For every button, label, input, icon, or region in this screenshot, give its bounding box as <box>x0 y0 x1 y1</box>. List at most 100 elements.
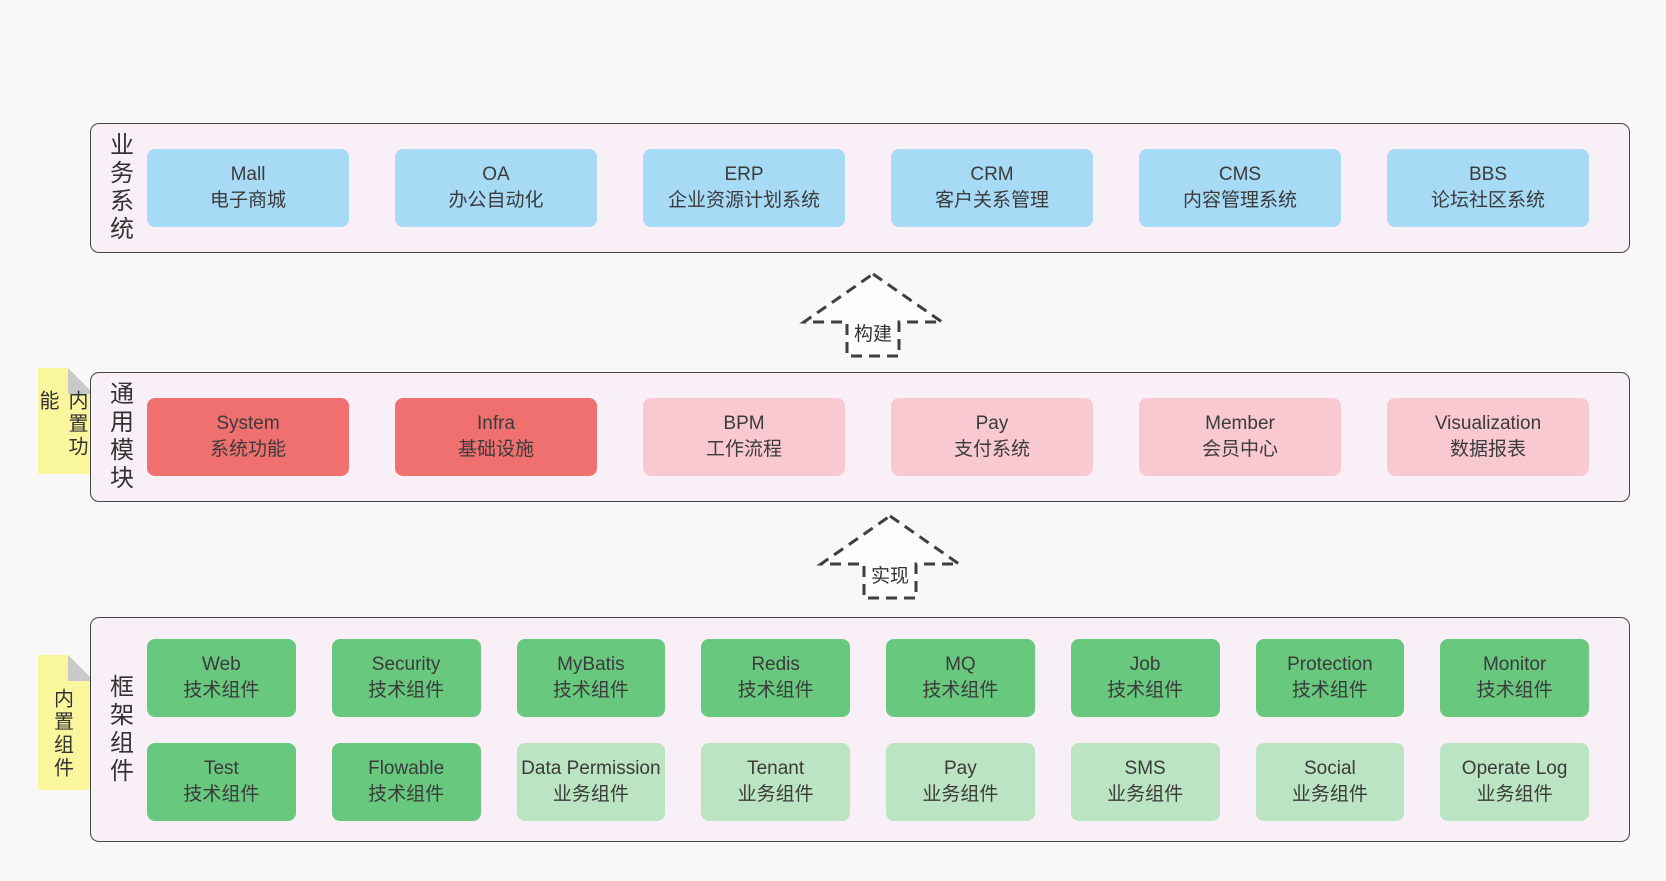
panel-label-business-systems: 业务系统 <box>105 132 133 244</box>
module-name: MyBatis <box>557 653 625 675</box>
module-name: Member <box>1205 413 1275 434</box>
module-subtitle: 数据报表 <box>1449 439 1526 460</box>
module-name: Job <box>1129 653 1161 675</box>
module-box-erp: ERP 企业资源计划系统 <box>643 149 845 227</box>
module-name: Tenant <box>747 757 805 779</box>
module-subtitle: 基础设施 <box>457 439 534 460</box>
module-box-protection: Protection 技术组件 <box>1255 638 1405 717</box>
note-label: 内置组件 <box>50 687 73 780</box>
note-fold-corner <box>68 655 94 681</box>
module-box-mq: MQ 技术组件 <box>886 638 1035 717</box>
module-name: Redis <box>751 653 800 675</box>
module-subtitle: 电子商城 <box>209 190 286 211</box>
module-name: Pay <box>944 757 977 779</box>
module-box-system: System 系统功能 <box>147 398 349 476</box>
module-subtitle: 会员中心 <box>1201 439 1278 460</box>
module-name: Mall <box>230 164 266 185</box>
module-subtitle: 工作流程 <box>705 439 782 460</box>
module-box-bpm: BPM 工作流程 <box>643 398 845 476</box>
panel-label-common-modules: 通用模块 <box>105 381 133 493</box>
module-name: Monitor <box>1482 653 1547 675</box>
module-name: Test <box>203 757 239 779</box>
module-box-social: Social 业务组件 <box>1255 742 1405 821</box>
module-subtitle: 业务组件 <box>1291 783 1368 805</box>
sticky-note-builtin-features: 内置功能 <box>36 368 94 474</box>
module-box-pay: Pay 业务组件 <box>886 742 1035 821</box>
module-subtitle: 技术组件 <box>1476 679 1553 701</box>
module-subtitle: 客户关系管理 <box>934 190 1049 211</box>
note-paper <box>38 368 94 474</box>
sticky-note-builtin-components: 内置组件 <box>38 655 94 790</box>
module-box-job: Job 技术组件 <box>1070 638 1220 717</box>
module-name: BBS <box>1468 164 1508 185</box>
module-subtitle: 技术组件 <box>183 783 260 805</box>
module-subtitle: 业务组件 <box>737 783 814 805</box>
module-subtitle: 业务组件 <box>1107 783 1184 805</box>
module-subtitle: 系统功能 <box>209 439 286 460</box>
module-name: Security <box>371 653 441 675</box>
module-subtitle: 业务组件 <box>552 783 629 805</box>
module-name: MQ <box>945 653 976 675</box>
module-box-security: Security 技术组件 <box>331 638 481 717</box>
module-subtitle: 业务组件 <box>1476 783 1553 805</box>
arrow-up-outline <box>816 514 964 600</box>
module-subtitle: 技术组件 <box>552 679 629 701</box>
module-subtitle: 技术组件 <box>368 679 445 701</box>
module-name: CRM <box>970 164 1014 185</box>
module-name: Data Permission <box>521 757 661 779</box>
module-box-member: Member 会员中心 <box>1139 398 1341 476</box>
module-box-redis: Redis 技术组件 <box>701 638 850 717</box>
module-name: Protection <box>1287 653 1373 675</box>
module-name: BPM <box>723 413 765 434</box>
module-subtitle: 论坛社区系统 <box>1430 190 1545 211</box>
module-subtitle: 企业资源计划系统 <box>667 190 820 211</box>
implement-arrow-icon: 实现 <box>816 514 964 600</box>
note-fold-corner <box>68 368 94 394</box>
module-name: Pay <box>975 413 1009 434</box>
module-name: Web <box>202 653 241 675</box>
sticky-note-shape <box>38 655 94 790</box>
module-name: Social <box>1304 757 1356 779</box>
module-subtitle: 技术组件 <box>737 679 814 701</box>
module-box-test: Test 技术组件 <box>147 742 296 821</box>
build-arrow-label: 构建 <box>854 323 892 345</box>
build-arrow-icon: 构建 <box>799 272 947 358</box>
module-subtitle: 业务组件 <box>922 783 999 805</box>
module-subtitle: 技术组件 <box>368 783 445 805</box>
panel-label-framework-components: 框架组件 <box>105 673 133 786</box>
module-subtitle: 技术组件 <box>1291 679 1368 701</box>
module-subtitle: 技术组件 <box>1107 679 1184 701</box>
module-box-visualization: Visualization 数据报表 <box>1387 398 1589 476</box>
module-name: System <box>216 413 280 434</box>
module-name: ERP <box>724 164 764 185</box>
module-box-monitor: Monitor 技术组件 <box>1440 638 1589 717</box>
module-subtitle: 技术组件 <box>183 679 260 701</box>
module-name: CMS <box>1218 164 1262 185</box>
module-name: Flowable <box>368 757 445 779</box>
implement-arrow-label: 实现 <box>871 565 909 587</box>
module-subtitle: 支付系统 <box>953 439 1030 460</box>
sticky-note-shape <box>38 368 94 474</box>
module-box-bbs: BBS 论坛社区系统 <box>1387 149 1589 227</box>
module-name: OA <box>482 164 510 185</box>
module-box-tenant: Tenant 业务组件 <box>701 742 850 821</box>
module-box-crm: CRM 客户关系管理 <box>891 149 1093 227</box>
module-subtitle: 技术组件 <box>922 679 999 701</box>
module-name: Visualization <box>1434 413 1542 434</box>
